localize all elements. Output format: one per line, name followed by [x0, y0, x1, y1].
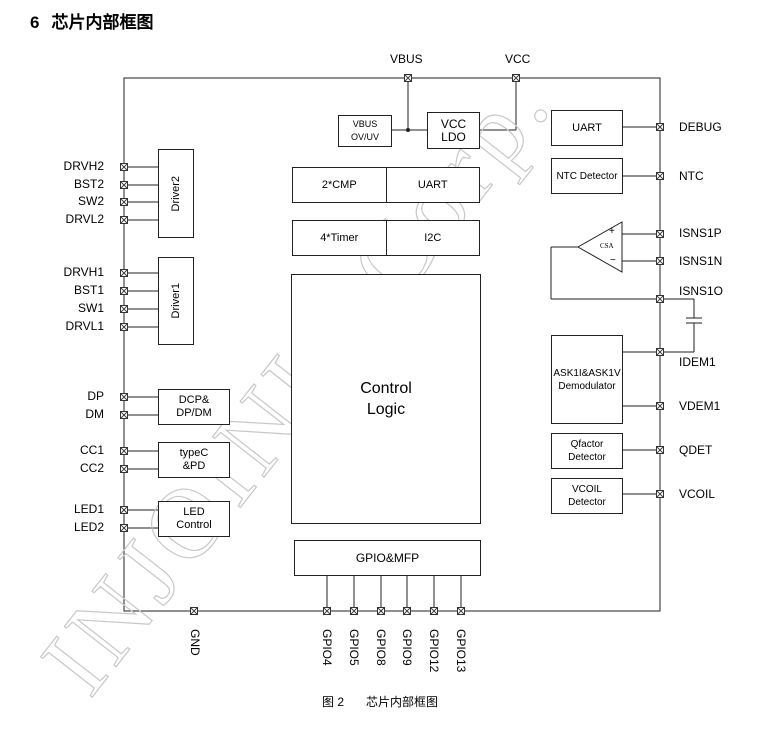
figure-title: 芯片内部框图: [366, 695, 439, 709]
pin-gpio8-icon: [377, 607, 385, 615]
pin-sw1-icon: [120, 305, 128, 313]
pin-label-gpio9: GPIO9: [400, 629, 414, 666]
pin-debug-icon: [656, 123, 664, 131]
pin-label-vcoil: VCOIL: [679, 487, 716, 501]
pin-drvh1-icon: [120, 269, 128, 277]
vbus-ovuv-block: VBUS OV/UV: [338, 115, 392, 147]
pin-label-drvh1: DRVH1: [63, 265, 104, 279]
pin-label-dp: DP: [87, 389, 104, 403]
figure-caption: 图 2 芯片内部框图: [0, 693, 760, 710]
section-title: 芯片内部框图: [51, 13, 154, 32]
pin-label-ntc: NTC: [679, 169, 704, 183]
cmp-uart-row: 2*CMP UART: [292, 167, 480, 203]
pin-label-led2: LED2: [73, 520, 104, 534]
section-heading: 6 芯片内部框图: [30, 8, 153, 33]
pin-label-qdet: QDET: [679, 443, 713, 457]
pin-bst1-icon: [120, 287, 128, 295]
pin-label-isns1o: ISNS1O: [679, 284, 724, 298]
pin-label-bst1: BST1: [73, 283, 104, 297]
pin-vdem1-icon: [656, 402, 664, 410]
pin-vcc-icon: [512, 74, 520, 82]
timer-i2c-row: 4*Timer I2C: [292, 220, 480, 256]
pin-drvl2-icon: [120, 216, 128, 224]
driver1-label: Driver1: [169, 283, 182, 319]
pin-label-isns1p: ISNS1P: [679, 226, 722, 240]
pin-sw2-icon: [120, 198, 128, 206]
driver2-block: Driver2: [158, 149, 194, 238]
pin-isns1p-icon: [656, 230, 664, 238]
pin-vcoil-icon: [656, 490, 664, 498]
uart-right-block: UART: [551, 110, 623, 146]
pin-gpio13-icon: [457, 607, 465, 615]
pin-isns1o-icon: [656, 295, 664, 303]
pin-led1-icon: [120, 506, 128, 514]
pin-label-isns1n: ISNS1N: [679, 254, 723, 268]
pin-label-cc1: CC1: [79, 443, 104, 457]
pin-drvh2-icon: [120, 163, 128, 171]
uart-center-block: UART: [385, 168, 480, 202]
qfactor-detector-block: Qfactor Detector: [551, 433, 623, 469]
csa-amplifier: [576, 221, 623, 273]
timer-block: 4*Timer: [320, 232, 359, 244]
pin-label-gpio8: GPIO8: [374, 629, 388, 666]
pin-label-cc2: CC2: [79, 461, 104, 475]
pin-label-idem1: IDEM1: [679, 355, 716, 369]
pin-label-vdem1: VDEM1: [679, 399, 721, 413]
pin-qdet-icon: [656, 446, 664, 454]
pin-idem1-icon: [656, 348, 664, 356]
pin-label-vcc: VCC: [505, 52, 531, 66]
pin-label-led1: LED1: [73, 502, 104, 516]
pin-label-debug: DEBUG: [679, 120, 722, 134]
pin-vbus-icon: [404, 74, 412, 82]
pin-gpio5-icon: [350, 607, 358, 615]
cmp-block: 2*CMP: [321, 179, 357, 191]
gpio-mfp-block: GPIO&MFP: [294, 540, 481, 576]
chip-outline: [123, 77, 661, 612]
section-number: 6: [30, 13, 40, 32]
pin-label-vbus: VBUS: [390, 52, 423, 66]
vcc-ldo-block: VCC LDO: [427, 112, 480, 149]
pin-bst2-icon: [120, 181, 128, 189]
pin-label-gpio4: GPIO4: [320, 629, 334, 666]
csa-minus-sign: −: [610, 255, 616, 266]
pin-label-sw2: SW2: [77, 194, 104, 208]
csa-plus-sign: +: [609, 226, 615, 237]
pin-label-drvl1: DRVL1: [65, 319, 104, 333]
figure-number: 图 2: [321, 695, 344, 709]
ntc-detector-block: NTC Detector: [551, 158, 623, 194]
driver2-label: Driver2: [169, 175, 182, 212]
pin-label-dm: DM: [85, 407, 104, 421]
pin-label-bst2: BST2: [73, 177, 104, 191]
i2c-block: I2C: [385, 221, 480, 255]
pin-isns1n-icon: [656, 257, 664, 265]
dcp-block: DCP& DP/DM: [158, 389, 230, 425]
pin-ntc-icon: [656, 172, 664, 180]
pin-label-sw1: SW1: [77, 301, 104, 315]
junction-dot: [406, 128, 410, 132]
pin-drvl1-icon: [120, 323, 128, 331]
pin-label-gpio13: GPIO13: [454, 629, 468, 673]
pin-dp-icon: [120, 393, 128, 401]
pin-cc2-icon: [120, 465, 128, 473]
pin-label-gpio12: GPIO12: [427, 629, 441, 673]
pin-dm-icon: [120, 411, 128, 419]
pin-gnd-icon: [190, 607, 198, 615]
pin-led2-icon: [120, 524, 128, 532]
driver1-block: Driver1: [158, 257, 194, 345]
pin-cc1-icon: [120, 447, 128, 455]
csa-label: CSA: [600, 242, 614, 250]
pin-label-gnd: GND: [188, 629, 202, 656]
pin-label-drvl2: DRVL2: [65, 212, 104, 226]
control-logic-block: Control Logic: [291, 274, 481, 524]
pin-gpio9-icon: [403, 607, 411, 615]
pin-label-drvh2: DRVH2: [63, 159, 104, 173]
vcoil-detector-block: VCOIL Detector: [551, 478, 623, 514]
pin-label-gpio5: GPIO5: [347, 629, 361, 666]
ask-demodulator-block: ASK1I&ASK1V Demodulator: [551, 335, 623, 424]
led-control-block: LED Control: [158, 501, 230, 537]
typec-pd-block: typeC &PD: [158, 442, 230, 478]
pin-gpio12-icon: [430, 607, 438, 615]
pin-gpio4-icon: [323, 607, 331, 615]
